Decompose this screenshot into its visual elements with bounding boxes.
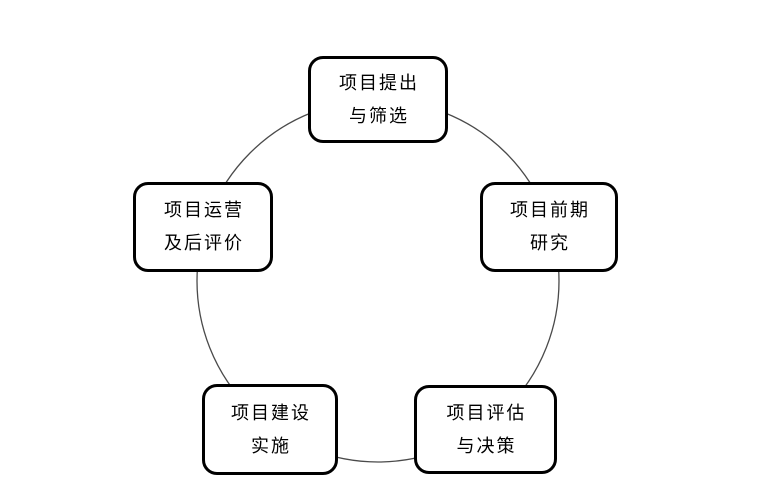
node-label-line: 项目提出 — [339, 72, 419, 94]
node-label-line: 与决策 — [456, 435, 517, 457]
node-label-line: 实施 — [251, 435, 291, 457]
node-label-line: 及后评价 — [164, 233, 244, 254]
node-project-preliminary-research: 项目前期 研究 — [480, 182, 618, 272]
node-label-line: 与筛选 — [349, 105, 409, 127]
node-label-line: 项目前期 — [510, 200, 590, 221]
node-project-evaluation-decision: 项目评估 与决策 — [414, 385, 557, 474]
node-label-line: 项目评估 — [446, 402, 527, 424]
node-project-proposal-screening: 项目提出 与筛选 — [308, 56, 448, 143]
node-label-line: 研究 — [530, 233, 570, 254]
node-project-operation-post-evaluation: 项目运营 及后评价 — [133, 182, 273, 272]
node-project-construction-implementation: 项目建设 实施 — [202, 384, 338, 475]
node-label-line: 项目运营 — [164, 200, 244, 221]
node-label-line: 项目建设 — [231, 402, 311, 424]
